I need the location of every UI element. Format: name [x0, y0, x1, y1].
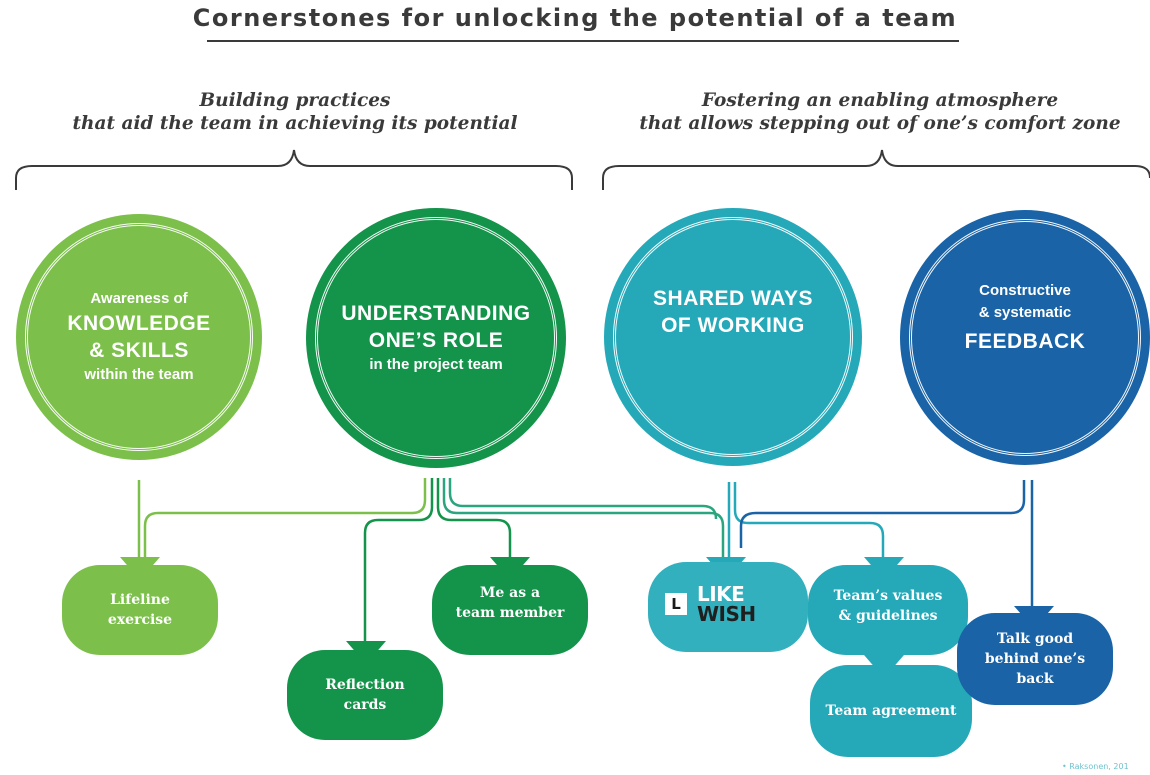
- circle-label: within the team: [84, 366, 194, 383]
- connectors-shared-ways: [727, 482, 885, 560]
- circle-label: & SKILLS: [89, 339, 189, 362]
- circle-ring: [25, 223, 253, 451]
- like-wish-logo: L LIKE WISH: [665, 576, 770, 632]
- cornerstone-understanding-role: UNDERSTANDING ONE’S ROLE in the project …: [306, 208, 566, 468]
- circle-label: & systematic: [978, 304, 1072, 321]
- circle-label: FEEDBACK: [964, 330, 1086, 353]
- practice-label: Team agreement: [825, 703, 957, 719]
- cornerstone-shared-ways: SHARED WAYS OF WORKING: [604, 208, 862, 466]
- practice-label: cards: [343, 697, 387, 713]
- connector: [363, 478, 434, 645]
- group-heading-fostering-atmosphere: Fostering an enabling atmosphere that al…: [615, 89, 1145, 135]
- practice-label: & guidelines: [838, 608, 938, 624]
- connectors-feedback: [739, 480, 1034, 608]
- brace-fostering-atmosphere: [602, 149, 1150, 190]
- group-heading-line: that allows stepping out of one’s comfor…: [639, 113, 1121, 134]
- cornerstone-feedback: Constructive & systematic FEEDBACK: [900, 210, 1150, 465]
- group-braces: [15, 149, 1150, 190]
- circle-label: Awareness of: [90, 290, 188, 307]
- practice-label: behind one’s: [984, 651, 1086, 667]
- connectors-knowledge: [137, 478, 427, 560]
- circle-ring: [909, 219, 1141, 456]
- practice-label: exercise: [107, 612, 173, 628]
- practice-reflection-cards: Reflection cards: [287, 650, 443, 740]
- group-heading-line: that aid the team in achieving its poten…: [72, 113, 518, 134]
- practice-label: Talk good: [996, 631, 1074, 647]
- circle-label: SHARED WAYS: [653, 287, 813, 310]
- group-heading-line: Fostering an enabling atmosphere: [701, 90, 1059, 111]
- connector: [442, 478, 725, 560]
- circle-ring: [315, 217, 557, 459]
- circle-label: OF WORKING: [661, 314, 805, 337]
- source-credit: • Raksonen, 201: [1062, 762, 1129, 771]
- practice-label: Team’s values: [833, 588, 943, 604]
- practice-label: back: [1016, 671, 1054, 687]
- like-label: LIKE: [697, 582, 745, 606]
- practice-me-as-team-member: Me as a team member: [432, 565, 588, 655]
- practice-label: team member: [455, 605, 565, 621]
- connector: [739, 480, 1026, 548]
- connector: [143, 478, 427, 560]
- practice-label: Me as a: [479, 585, 541, 601]
- wish-label: WISH: [697, 602, 756, 626]
- practice-lifeline-exercise: Lifeline exercise: [62, 565, 218, 655]
- connector: [436, 478, 512, 560]
- title-underline: [207, 40, 959, 42]
- circle-label: ONE’S ROLE: [368, 329, 504, 352]
- circle-label: in the project team: [369, 356, 503, 373]
- practice-team-agreement: Team agreement: [810, 665, 972, 757]
- group-heading-line: Building practices: [199, 90, 391, 111]
- practice-label: Lifeline: [110, 592, 170, 608]
- group-heading-building-practices: Building practices that aid the team in …: [40, 89, 550, 135]
- circle-ring: [613, 217, 853, 457]
- circle-label: Constructive: [979, 282, 1071, 299]
- circle-label: KNOWLEDGE: [67, 312, 211, 335]
- cornerstone-knowledge-skills: Awareness of KNOWLEDGE & SKILLS within t…: [16, 214, 262, 460]
- connector: [448, 478, 718, 520]
- connectors-role-to-likewish: [442, 478, 725, 560]
- brace-building-practices: [15, 149, 573, 190]
- diagram-title: Cornerstones for unlocking the potential…: [192, 4, 958, 32]
- connectors-role: [363, 478, 512, 645]
- like-wish-badge: L: [665, 593, 687, 615]
- circle-label: UNDERSTANDING: [341, 302, 531, 325]
- practice-label: Reflection: [325, 677, 405, 693]
- connector: [733, 482, 885, 560]
- practice-talk-good-behind-back: Talk good behind one’s back: [957, 613, 1113, 705]
- practice-team-values-guidelines: Team’s values & guidelines: [808, 565, 968, 655]
